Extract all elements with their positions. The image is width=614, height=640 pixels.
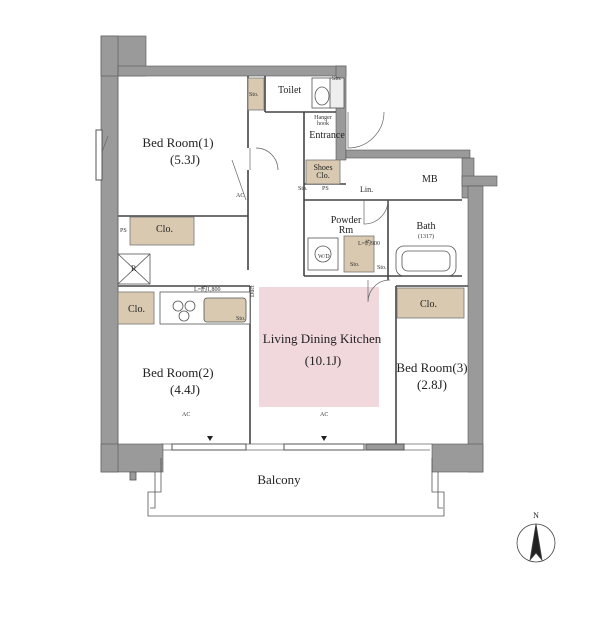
bath-label: Bath <box>416 221 436 232</box>
bedroom3-size: (2.8J) <box>417 377 447 392</box>
ps1-label: PS <box>120 228 127 234</box>
storage4-label: Sto. <box>350 262 360 268</box>
mb-label: MB <box>422 174 438 185</box>
interior-walls <box>118 76 468 444</box>
closet3-label: Clo. <box>420 299 437 310</box>
fridge-label: R <box>131 264 137 273</box>
powder-label: Powder Rm <box>330 215 362 236</box>
storage5-label: Sto. <box>236 316 246 322</box>
toilet-fixture <box>311 77 345 109</box>
vanity-length: L=約900 <box>358 241 381 247</box>
wd-label: W/D <box>318 254 330 260</box>
refrigerator-space <box>117 253 151 285</box>
ldk-name: Living Dining Kitchen <box>262 331 382 346</box>
ac2-label: AC <box>182 412 191 418</box>
shoes-label: Shoes Clo. <box>313 163 333 180</box>
balcony-outline <box>129 458 445 517</box>
windows <box>95 129 405 451</box>
storage3-label: Sto. <box>298 186 308 192</box>
storage2-label: Sto. <box>332 76 342 82</box>
ldk-size: (10.1J) <box>304 353 342 368</box>
exterior-walls <box>100 35 498 473</box>
ac3-label: AC <box>320 412 329 418</box>
washer <box>307 237 339 271</box>
bathtub <box>395 245 457 277</box>
storage6-label: Sto. <box>377 265 387 271</box>
hanger-label: Hanger hook <box>314 115 332 127</box>
north-label: N <box>533 511 539 520</box>
duct-label: Duct <box>250 285 256 297</box>
compass-icon <box>516 523 556 563</box>
storage1-label: Sto. <box>249 92 259 98</box>
bedroom2-size: (4.4J) <box>170 382 200 397</box>
closet2-label: Clo. <box>128 304 145 315</box>
bedroom2-name: Bed Room(2) <box>142 365 214 380</box>
ac1-label: AC <box>236 193 245 199</box>
balcony-label: Balcony <box>257 472 301 487</box>
closet1-label: Clo. <box>156 224 173 235</box>
toilet-label: Toilet <box>278 85 302 96</box>
bedroom1-name: Bed Room(1) <box>142 135 214 150</box>
kitchen-counter <box>159 291 251 325</box>
bedroom1-size: (5.3J) <box>170 152 200 167</box>
linen-label: Lin. <box>360 185 374 194</box>
ps2-label: PS <box>322 186 329 192</box>
bath-size: (1317) <box>418 234 434 240</box>
counter-length: L=約1,800 <box>194 287 221 293</box>
entrance-label: Entrance <box>309 130 345 141</box>
bedroom3-name: Bed Room(3) <box>396 360 468 375</box>
ldk-floor <box>259 287 379 407</box>
